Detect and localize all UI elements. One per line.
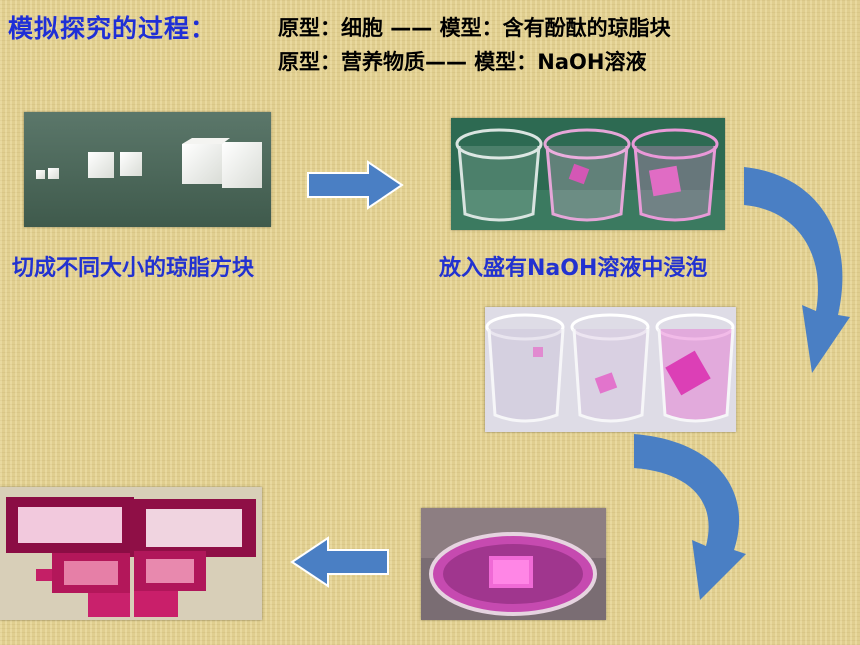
beakers-closeup-photo xyxy=(485,307,736,432)
left-arrow-icon xyxy=(290,536,390,588)
slide-title: 模拟探究的过程： xyxy=(8,14,217,43)
prototype-nutrient-model-line: 原型：营养物质—— 模型：NaOH溶液 xyxy=(278,50,647,74)
beaker-magenta-photo xyxy=(421,508,606,620)
step1-caption: 切成不同大小的琼脂方块 xyxy=(12,256,255,281)
curved-down-arrow-icon xyxy=(738,165,860,380)
cut-agar-blocks-photo xyxy=(0,487,262,620)
right-arrow-icon xyxy=(306,160,404,210)
step2-caption: 放入盛有NaOH溶液中浸泡 xyxy=(439,256,708,281)
prototype-cell-model-line: 原型：细胞 —— 模型：含有酚酞的琼脂块 xyxy=(278,16,671,40)
curved-down-arrow-2-icon xyxy=(630,430,760,605)
agar-cubes-photo xyxy=(24,112,271,227)
beakers-soaking-photo xyxy=(451,118,725,230)
